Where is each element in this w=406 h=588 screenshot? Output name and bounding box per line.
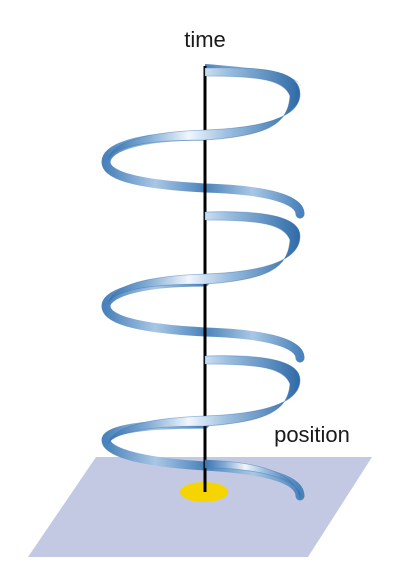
helix-front-ribbon [107, 355, 301, 445]
time-label: time [184, 27, 226, 52]
helix-back-segment [200, 327, 305, 363]
helix-front [107, 67, 301, 499]
position-plane [28, 457, 372, 557]
helix-front-ribbon [204, 459, 301, 499]
helix-front-ribbon [107, 211, 301, 305]
position-label: position [274, 422, 350, 447]
helix-front-ribbon [107, 67, 301, 161]
helix-back-segment [101, 131, 210, 193]
helix-back-segment [200, 183, 305, 219]
